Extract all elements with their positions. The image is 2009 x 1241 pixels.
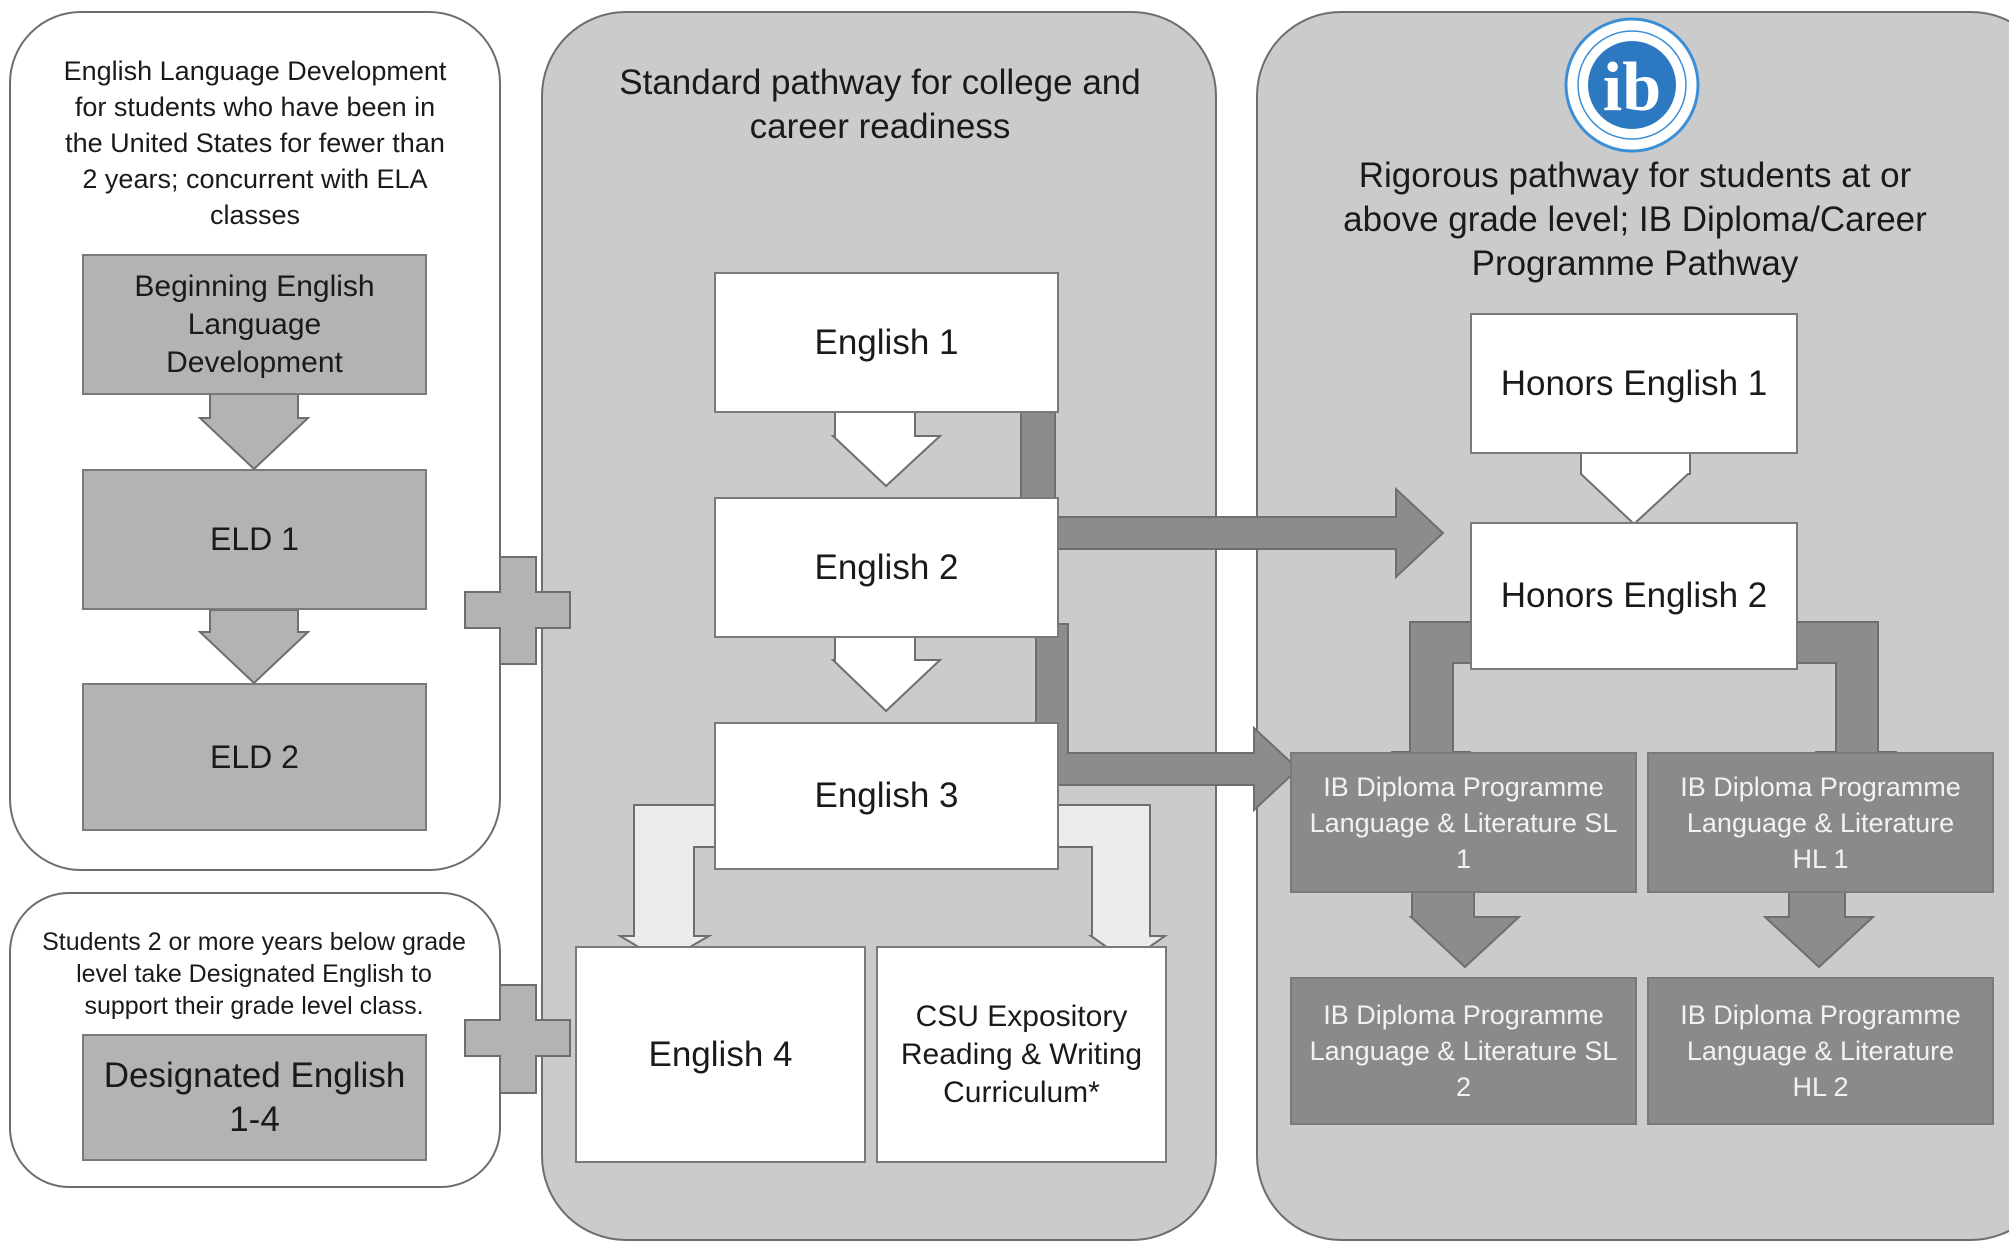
plus-icon bbox=[464, 556, 571, 665]
english1-box: English 1 bbox=[714, 272, 1059, 413]
honors-english1-box: Honors English 1 bbox=[1470, 313, 1798, 454]
eld-description: English Language Development for student… bbox=[63, 56, 447, 230]
csu-erwc-box: CSU Expository Reading & Writing Curricu… bbox=[876, 946, 1167, 1163]
standard-pathway-title: Standard pathway for college and career … bbox=[619, 63, 1141, 146]
english2-box: English 2 bbox=[714, 497, 1059, 638]
english2-to-ib-sl1-arrow bbox=[1035, 623, 1300, 813]
ib-sl2-box: IB Diploma Programme Language & Literatu… bbox=[1290, 977, 1637, 1125]
ib-hl1-box: IB Diploma Programme Language & Literatu… bbox=[1647, 752, 1994, 893]
eld2-box: ELD 2 bbox=[82, 683, 427, 831]
beginning-eld-box: Beginning English Language Development bbox=[82, 254, 427, 395]
eld-arrow-2 bbox=[197, 609, 311, 685]
svg-text:ib: ib bbox=[1603, 49, 1661, 126]
standard-arrow-1 bbox=[830, 411, 943, 488]
ib-hl-arrow bbox=[1762, 891, 1876, 969]
designated-english-box: Designated English 1-4 bbox=[82, 1034, 427, 1161]
eld-arrow-1 bbox=[197, 393, 311, 471]
ib-hl2-box: IB Diploma Programme Language & Literatu… bbox=[1647, 977, 1994, 1125]
plus-icon bbox=[464, 984, 571, 1094]
eld1-box: ELD 1 bbox=[82, 469, 427, 610]
honors-english2-box: Honors English 2 bbox=[1470, 522, 1798, 670]
designated-description: Students 2 or more years below grade lev… bbox=[42, 928, 466, 1020]
honors-arrow bbox=[1580, 451, 1691, 526]
standard-arrow-2 bbox=[830, 636, 943, 713]
ib-world-school-logo: ib bbox=[1564, 17, 1700, 153]
ib-sl-arrow bbox=[1408, 891, 1522, 969]
ib-pathway-title: Rigorous pathway for students at or abov… bbox=[1343, 155, 1927, 283]
english3-box: English 3 bbox=[714, 722, 1059, 870]
english1-to-honors2-arrow bbox=[1020, 380, 1445, 580]
ib-sl1-box: IB Diploma Programme Language & Literatu… bbox=[1290, 752, 1637, 893]
english4-box: English 4 bbox=[575, 946, 866, 1163]
